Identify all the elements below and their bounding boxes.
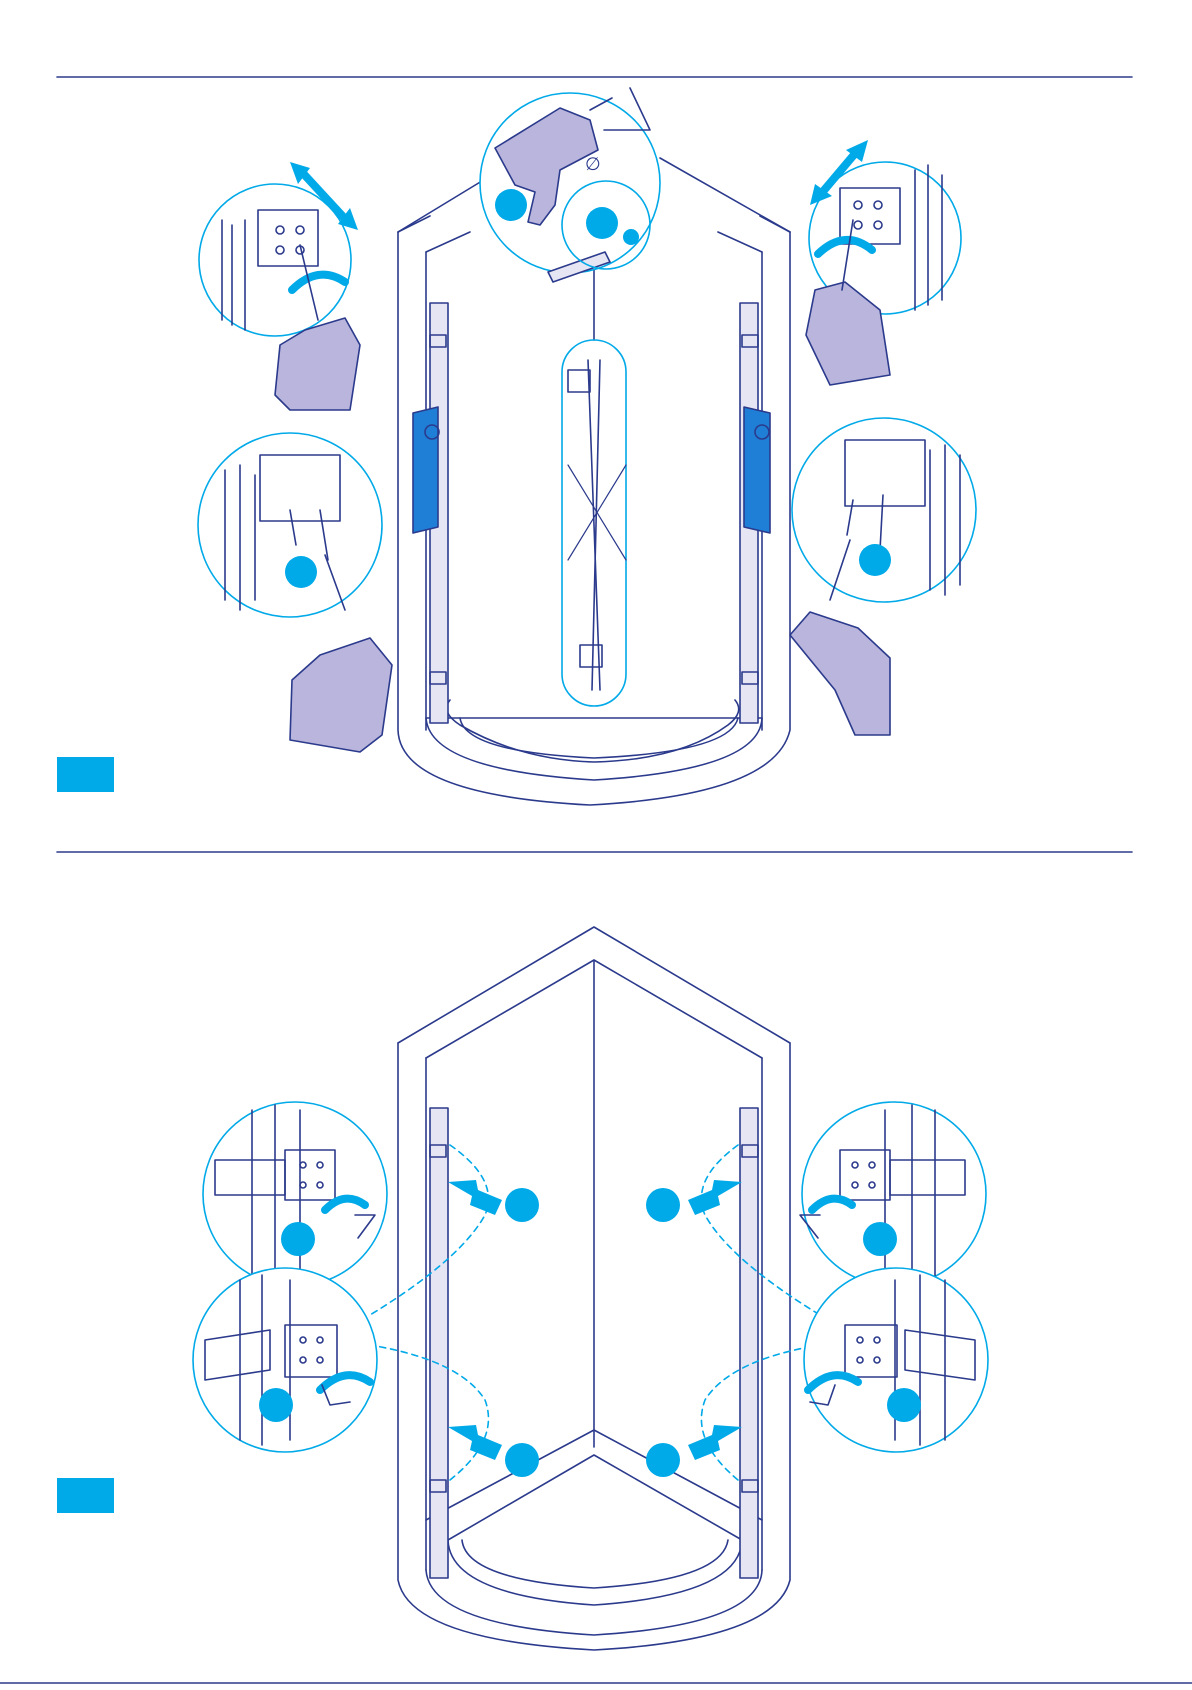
alignment-detail-capsule bbox=[562, 255, 626, 706]
step-1-badge-label bbox=[57, 757, 114, 792]
push-arrow-icon bbox=[688, 1425, 742, 1460]
callout-mid-right bbox=[790, 418, 976, 735]
callout-top-left bbox=[199, 162, 360, 410]
step-2-badge-label bbox=[57, 1478, 114, 1513]
step-1-illustration: ∅ bbox=[57, 88, 976, 805]
shower-enclosure-bottom bbox=[398, 927, 790, 1650]
callout-hinge-lower-right bbox=[804, 1268, 988, 1452]
callout-top-right bbox=[806, 140, 961, 385]
left-wall-profile bbox=[413, 303, 448, 723]
callout-hinge-upper-right bbox=[800, 1102, 986, 1286]
step-2-illustration bbox=[57, 927, 988, 1650]
diameter-symbol: ∅ bbox=[585, 154, 601, 174]
right-wall-profile bbox=[740, 303, 770, 723]
drill-callout: ∅ bbox=[480, 88, 660, 282]
callout-hinge-lower-left bbox=[193, 1268, 377, 1452]
hand-screwdriver-icon bbox=[290, 638, 392, 752]
callout-mid-left bbox=[198, 433, 392, 752]
left-profile-bottom bbox=[430, 1108, 448, 1578]
callout-hinge-upper-left bbox=[203, 1102, 387, 1286]
push-arrows bbox=[448, 1180, 742, 1477]
hand-screwdriver-icon bbox=[790, 612, 890, 735]
push-arrow-icon bbox=[448, 1180, 502, 1215]
push-arrow-icon bbox=[688, 1180, 742, 1215]
right-profile-bottom bbox=[740, 1108, 758, 1578]
